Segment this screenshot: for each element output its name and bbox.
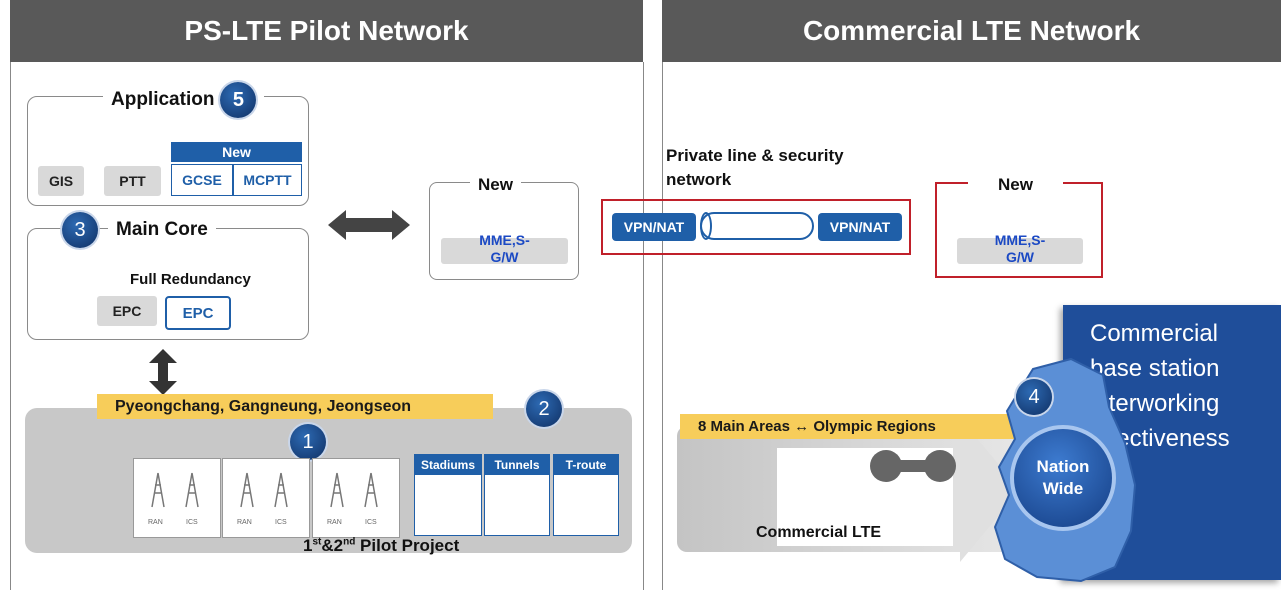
effect-text: Commercial base station interworking eff… (1090, 316, 1230, 456)
left-panel-header: PS-LTE Pilot Network (10, 0, 643, 62)
double-arrow-vertical-icon (149, 349, 177, 395)
ran-site-1: RAN ICS (133, 458, 221, 538)
main-core-legend: Main Core (108, 215, 216, 245)
commercial-lte-label: Commercial LTE (756, 524, 882, 541)
private-line-box (601, 199, 911, 255)
center-divider-left (643, 62, 644, 590)
app-gis: GIS (38, 166, 84, 196)
ics-label: ICS (365, 519, 377, 526)
app-gcse: GCSE (171, 164, 233, 196)
tunnel-pipe-end (700, 212, 712, 240)
double-arrow-horizontal-icon (328, 210, 410, 240)
epc-existing: EPC (97, 296, 157, 326)
pilot-project-post: Pilot Project (355, 536, 460, 555)
wide-label: Wide (1042, 479, 1084, 498)
ics-label: ICS (275, 519, 287, 526)
commercial-areas-label: 8 Main Areas ↔ Olympic Regions (680, 414, 1036, 439)
connector-dumbbell-icon (870, 450, 956, 482)
tower-icon (151, 472, 199, 508)
pilot-project-sup2: nd (343, 536, 356, 548)
area-t-route: T-route (553, 454, 619, 536)
left-new-title: New (470, 171, 521, 199)
app-ptt: PTT (104, 166, 161, 196)
application-legend: Application 5 (103, 82, 265, 118)
effect-line-1: Commercial (1090, 320, 1219, 347)
right-new-title: New (968, 171, 1063, 199)
private-line-title: Private line & security network (666, 146, 844, 189)
main-core-title: Main Core (116, 219, 208, 240)
area-t-route-label: T-route (554, 455, 618, 475)
center-divider-right (662, 62, 663, 590)
area-tunnels: Tunnels (484, 454, 550, 536)
effect-line-2: base station (1090, 355, 1220, 382)
area-stadiums-label: Stadiums (415, 455, 481, 475)
epc-new: EPC (165, 296, 231, 330)
step-4-badge: 4 (1016, 379, 1052, 415)
left-header-title: PS-LTE Pilot Network (184, 15, 469, 46)
ics-label: ICS (186, 519, 198, 526)
tower-icon (240, 472, 288, 508)
ran-label: RAN (148, 519, 163, 526)
vpn-nat-left: VPN/NAT (612, 213, 696, 241)
pilot-project-mid: &2 (321, 536, 344, 555)
step-2-badge: 2 (526, 391, 562, 427)
step-3-badge: 3 (62, 212, 98, 248)
step-1-badge: 1 (290, 424, 326, 460)
left-mme-sgw-label: MME,S-G/W (479, 232, 530, 265)
application-title: Application (111, 89, 215, 110)
app-new-header: New (171, 142, 302, 162)
pilot-project-sup1: st (312, 536, 322, 548)
pilot-regions-label: Pyeongchang, Gangneung, Jeongseon (97, 394, 493, 419)
tower-icon (330, 472, 378, 508)
right-header-title: Commercial LTE Network (802, 15, 1141, 46)
left-mme-sgw: MME,S-G/W (441, 232, 568, 265)
area-tunnels-label: Tunnels (485, 455, 549, 475)
nation-wide-badge: Nation Wide (1010, 425, 1116, 531)
right-mme-sgw-label: MME,S-G/W (994, 232, 1046, 265)
ran-label: RAN (327, 519, 342, 526)
step-5-badge: 5 (220, 82, 257, 118)
right-panel-header: Commercial LTE Network (662, 0, 1281, 62)
vpn-nat-right: VPN/NAT (818, 213, 902, 241)
ran-label: RAN (237, 519, 252, 526)
right-mme-sgw: MME,S-G/W (957, 232, 1083, 265)
left-panel-border (10, 62, 11, 590)
pilot-project-label: 1st&2nd Pilot Project (303, 536, 459, 556)
full-redundancy-label: Full Redundancy (130, 271, 251, 288)
pilot-project-pre: 1 (303, 536, 313, 555)
tunnel-pipe (700, 212, 814, 240)
app-mcptt: MCPTT (233, 164, 302, 196)
nation-label: Nation (1036, 457, 1090, 476)
ran-site-3: RAN ICS (312, 458, 400, 538)
area-stadiums: Stadiums (414, 454, 482, 536)
ran-site-2: RAN ICS (222, 458, 310, 538)
